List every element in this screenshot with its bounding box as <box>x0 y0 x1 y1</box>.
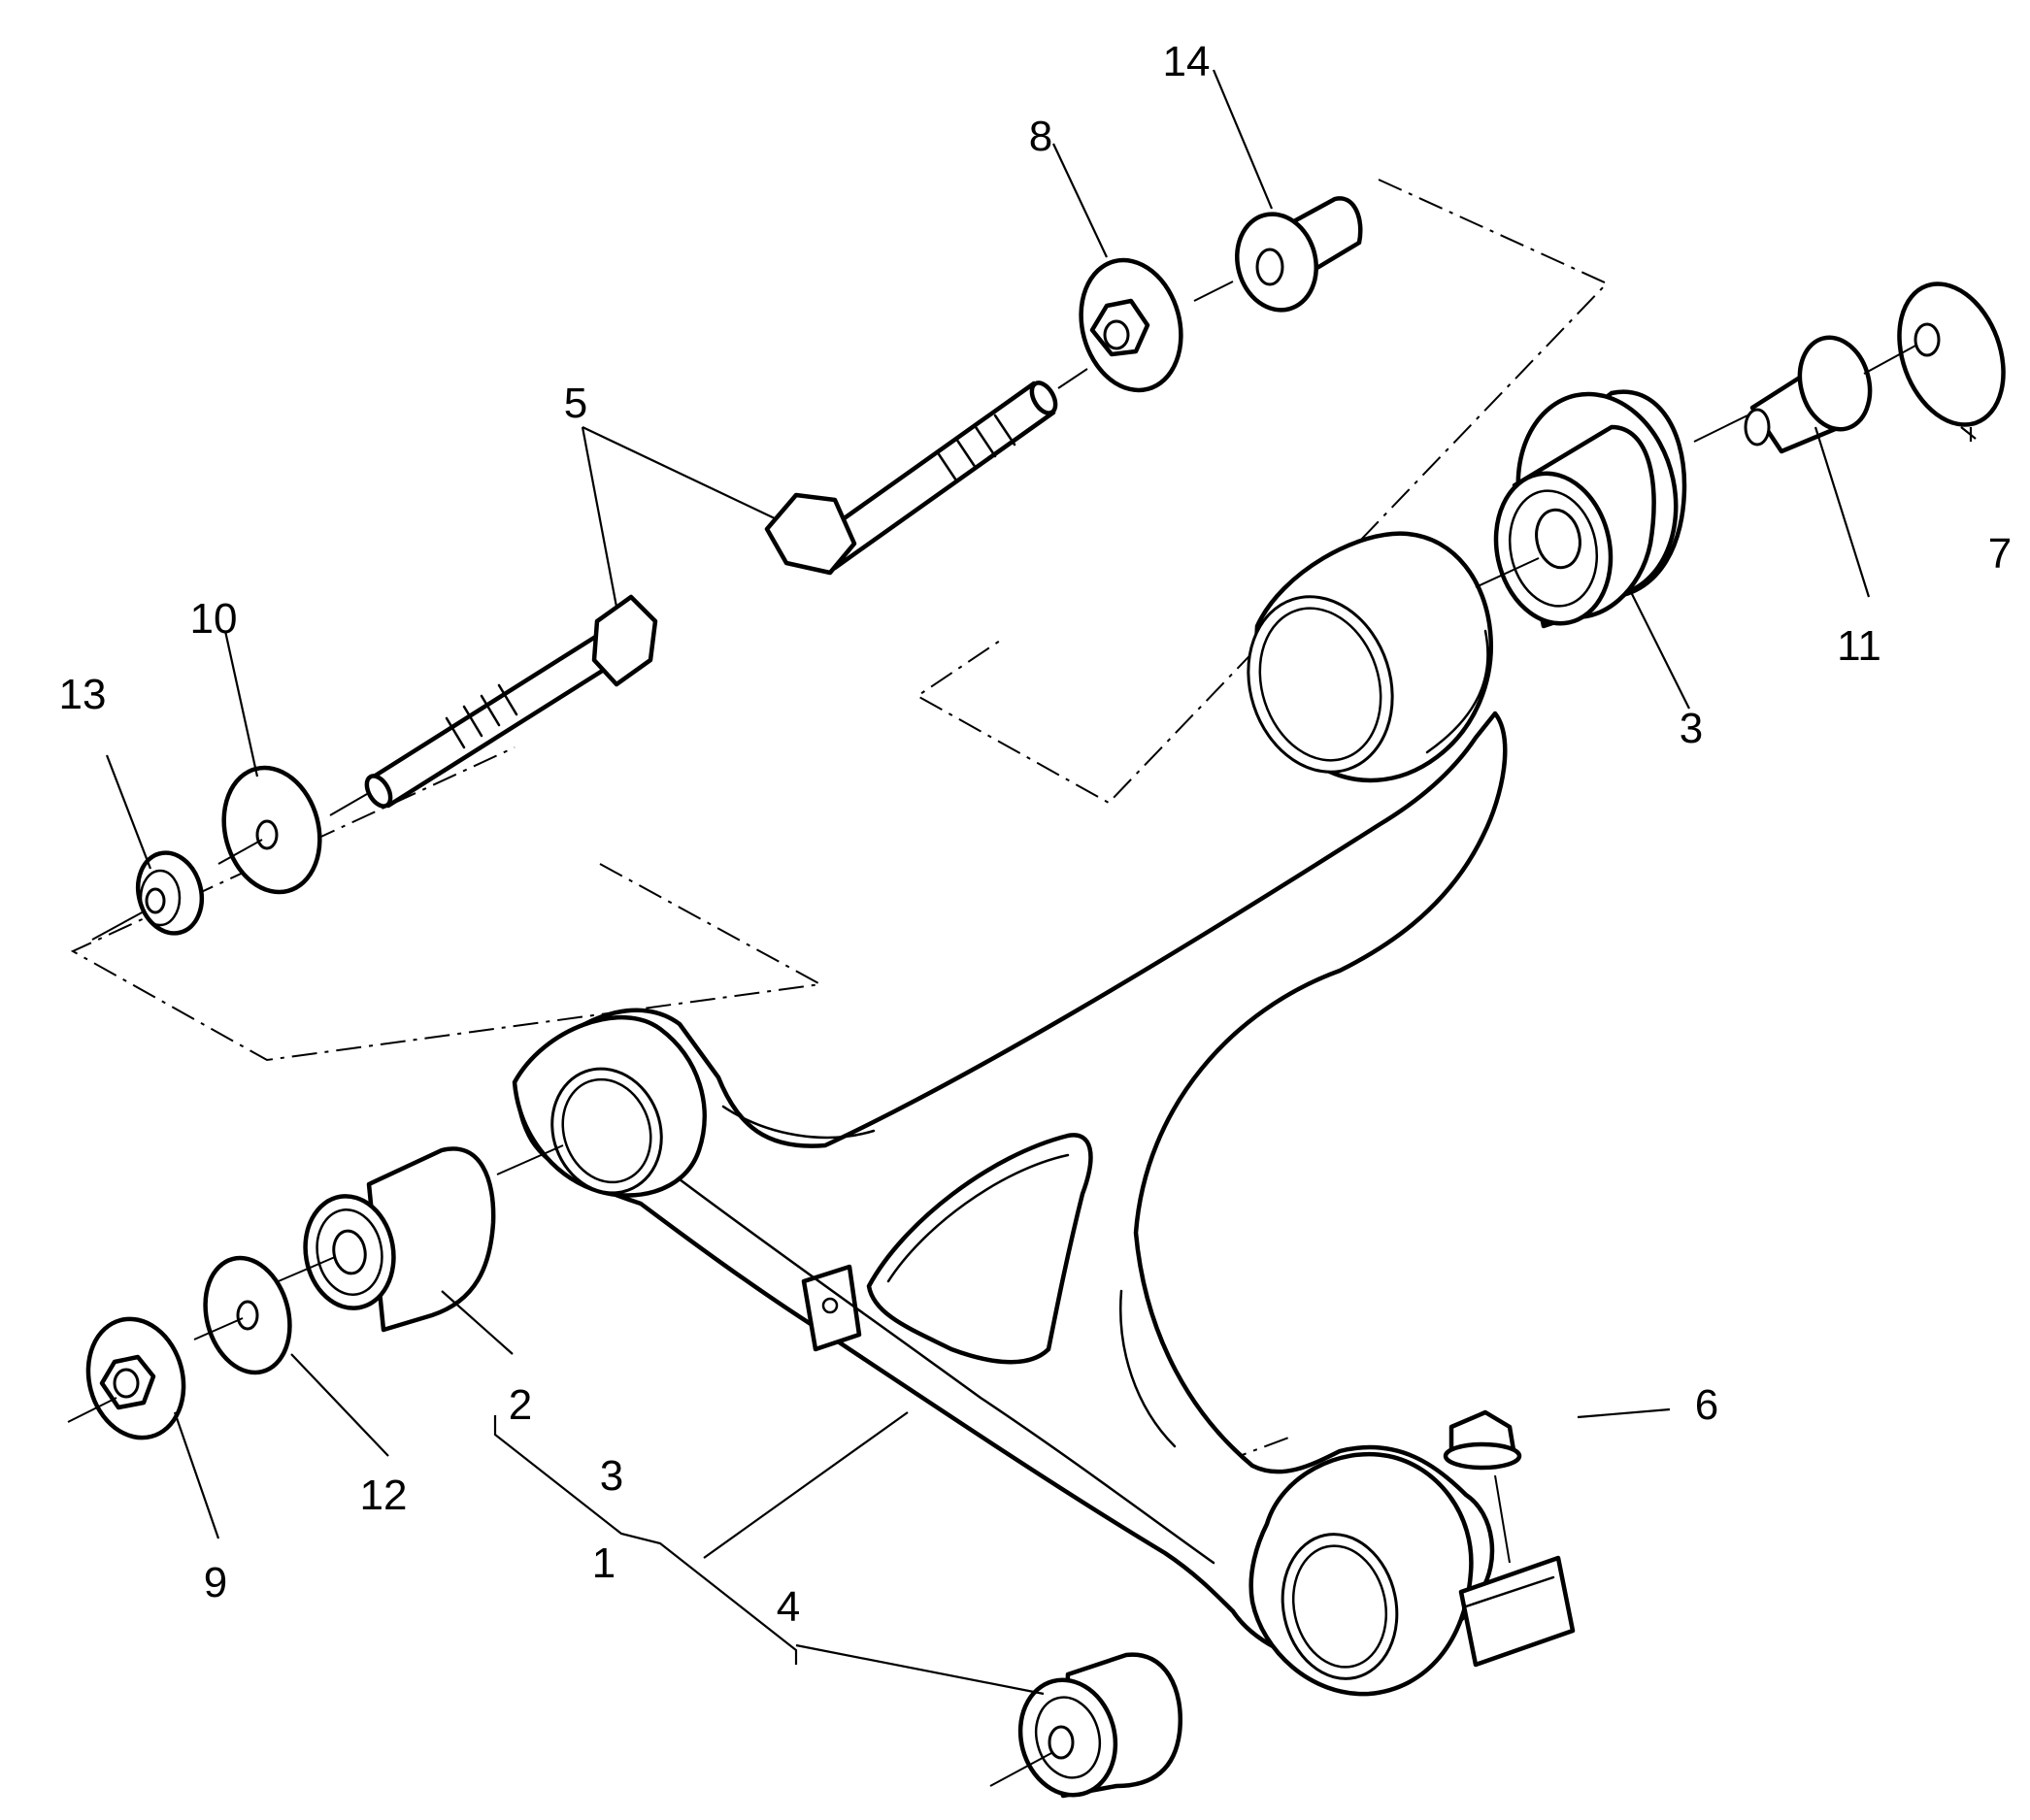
callout-3-front: 3 <box>600 1452 623 1500</box>
callout-12: 12 <box>360 1472 408 1519</box>
callout-labels: 14 8 5 10 13 7 11 3 6 2 12 3 1 9 4 <box>59 38 2013 1631</box>
nut-6 <box>1443 1409 1522 1564</box>
bushing-rear <box>1475 389 1748 629</box>
bushing-front <box>266 1144 564 1333</box>
callout-11: 11 <box>1837 622 1881 670</box>
callout-13: 13 <box>59 671 107 718</box>
callout-14: 14 <box>1163 38 1211 85</box>
callout-7: 7 <box>1988 530 2012 578</box>
bolt-5-front <box>329 594 658 816</box>
callout-5: 5 <box>564 380 587 427</box>
assembly-outline-rear <box>915 179 1609 805</box>
callout-1: 1 <box>592 1539 616 1587</box>
nut-8 <box>1079 257 1234 393</box>
callout-2: 2 <box>509 1381 532 1429</box>
nut-9 <box>67 1316 186 1440</box>
assembly-outline-front <box>70 746 824 1062</box>
washer-7 <box>1863 281 2006 427</box>
sleeve-11 <box>1744 335 1873 454</box>
callout-10: 10 <box>190 595 238 643</box>
callout-3-rear: 3 <box>1680 705 1703 752</box>
sleeve-14 <box>1235 196 1363 313</box>
washer-10 <box>217 765 322 895</box>
control-arm <box>512 531 1576 1697</box>
leader-lines <box>105 69 1977 1696</box>
bolt-5-rear <box>764 368 1088 576</box>
washer-12 <box>193 1255 292 1375</box>
nut-13 <box>91 850 205 941</box>
ball-joint-4 <box>989 1652 1182 1799</box>
callout-9: 9 <box>204 1559 227 1606</box>
callout-4: 4 <box>777 1583 800 1631</box>
callout-6: 6 <box>1695 1381 1718 1429</box>
callout-8: 8 <box>1029 113 1052 160</box>
